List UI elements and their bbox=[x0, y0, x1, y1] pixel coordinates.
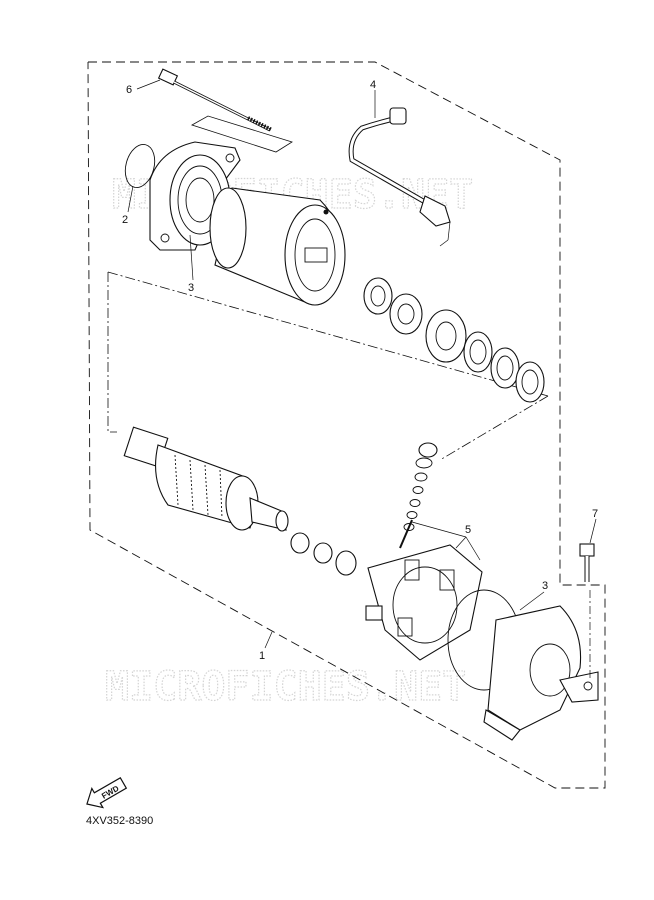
callout-3-bottom: 3 bbox=[542, 580, 548, 592]
leader-3-top bbox=[189, 234, 194, 281]
callout-6: 6 bbox=[126, 84, 132, 96]
callout-4: 4 bbox=[370, 79, 376, 91]
armature-washer-3 bbox=[335, 550, 357, 576]
callout-3-top: 3 bbox=[188, 282, 194, 294]
rear-cover bbox=[447, 589, 599, 741]
leader-5c bbox=[465, 536, 481, 561]
short-bolt bbox=[579, 543, 595, 582]
armature bbox=[123, 426, 289, 532]
leader-7 bbox=[589, 518, 597, 544]
yoke-housing bbox=[209, 187, 346, 306]
leader-1 bbox=[264, 631, 273, 649]
o-ring bbox=[124, 143, 156, 189]
callout-7: 7 bbox=[592, 508, 598, 520]
seal bbox=[389, 293, 423, 335]
assembly-boundary bbox=[87, 61, 606, 789]
washer-1 bbox=[425, 309, 467, 363]
callout-1: 1 bbox=[259, 650, 265, 662]
diagram-code: 4XV352-8390 bbox=[86, 815, 154, 827]
front-cover bbox=[149, 141, 241, 251]
terminal-nut-stack bbox=[403, 442, 438, 531]
armature-washer-1 bbox=[290, 532, 310, 554]
callout-2: 2 bbox=[122, 214, 128, 226]
washer-2 bbox=[463, 331, 493, 373]
leader-6 bbox=[136, 79, 161, 90]
leader-5b bbox=[455, 536, 467, 549]
armature-group-frame-right bbox=[439, 395, 549, 461]
armature-group-frame bbox=[107, 272, 117, 433]
armature-washer-2 bbox=[313, 542, 333, 564]
washer-4 bbox=[515, 361, 545, 403]
lead-wire bbox=[348, 107, 451, 247]
long-bolt bbox=[157, 68, 273, 132]
bolt-shadow-plate bbox=[191, 115, 293, 153]
callout-5: 5 bbox=[465, 524, 471, 536]
washer-3 bbox=[490, 347, 520, 389]
bearing bbox=[363, 277, 393, 315]
fwd-arrow-icon: FWD bbox=[86, 776, 128, 809]
leader-3-bottom bbox=[519, 591, 545, 611]
brush-holder bbox=[365, 519, 483, 661]
leader-2 bbox=[127, 185, 134, 213]
watermark-bottom: MICROFICHES.NET bbox=[105, 664, 466, 710]
armature-group-frame-top bbox=[107, 271, 549, 397]
leader-5a bbox=[411, 521, 467, 538]
